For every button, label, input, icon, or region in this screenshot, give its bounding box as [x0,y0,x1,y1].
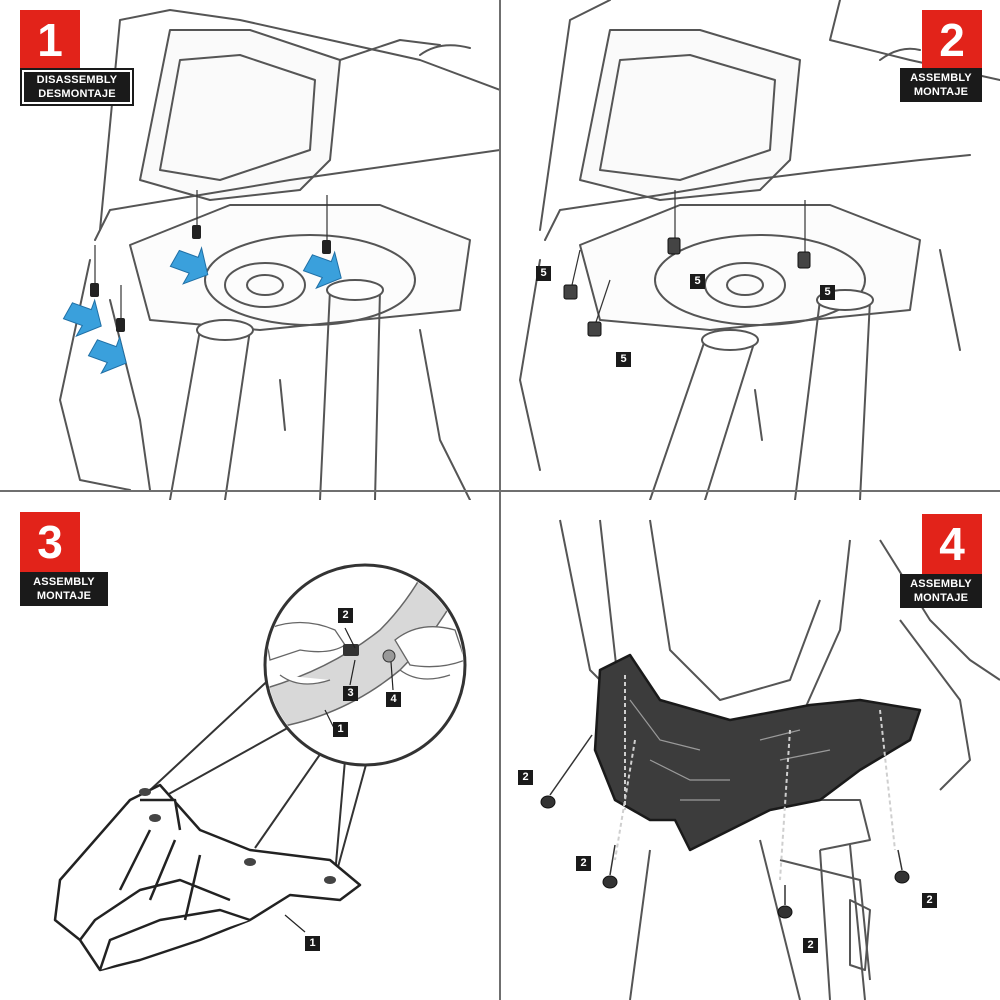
down-arrow-icon [62,246,342,375]
step-label-es: MONTAJE [36,590,92,602]
part-callout: 5 [616,352,631,367]
panel-step-4: 4 ASSEMBLY MONTAJE 2 2 2 2 [500,500,1000,1000]
screw-icon [540,795,910,919]
part-callout: 3 [343,686,358,701]
part-callout: 5 [536,266,551,281]
disassembly-illustration [59,9,500,500]
step-label-en: ASSEMBLY [910,578,972,590]
assembly-detail-illustration [53,563,467,972]
part-callout: 5 [690,274,705,289]
step-label: ASSEMBLY MONTAJE [900,574,982,608]
part-callout: 2 [518,770,533,785]
part-callout: 2 [922,893,937,908]
part-callout: 2 [803,938,818,953]
hand-icon [267,621,463,685]
panel-step-2: 2 ASSEMBLY MONTAJE 5 5 5 5 [500,0,1000,500]
part-callout: 2 [576,856,591,871]
part-callout: 2 [338,608,353,623]
step-label-en: ASSEMBLY [910,72,972,84]
step-label-es: MONTAJE [913,86,969,98]
panel-divider-horizontal [0,490,1000,492]
part-callout: 4 [386,692,401,707]
step-number-badge: 1 [20,10,80,70]
panel-step-1: 1 DISASSEMBLY DESMONTAJE [0,0,500,500]
step-label: ASSEMBLY MONTAJE [900,68,982,102]
panel-divider-vertical [499,0,501,1000]
panel-step-3: 3 ASSEMBLY MONTAJE 2 3 4 1 1 [0,500,500,1000]
step-number-badge: 4 [922,514,982,574]
step-label-en: DISASSEMBLY [36,74,118,86]
step-number-badge: 2 [922,10,982,70]
part-callout: 1 [333,722,348,737]
step-number-badge: 3 [20,512,80,572]
screw-icon [563,237,811,337]
step-label-es: DESMONTAJE [38,88,116,100]
mounted-screen-part [593,653,922,852]
step-label-es: MONTAJE [913,592,969,604]
detail-magnifier [263,563,467,767]
step-label: ASSEMBLY MONTAJE [20,572,108,606]
part-callout: 1 [305,936,320,951]
installed-part-illustration [540,519,1000,1000]
screw-icon [90,225,331,332]
assembly-illustration [519,0,1000,500]
step-label: DISASSEMBLY DESMONTAJE [20,68,134,106]
part-callout: 5 [820,285,835,300]
step-label-en: ASSEMBLY [33,576,95,588]
